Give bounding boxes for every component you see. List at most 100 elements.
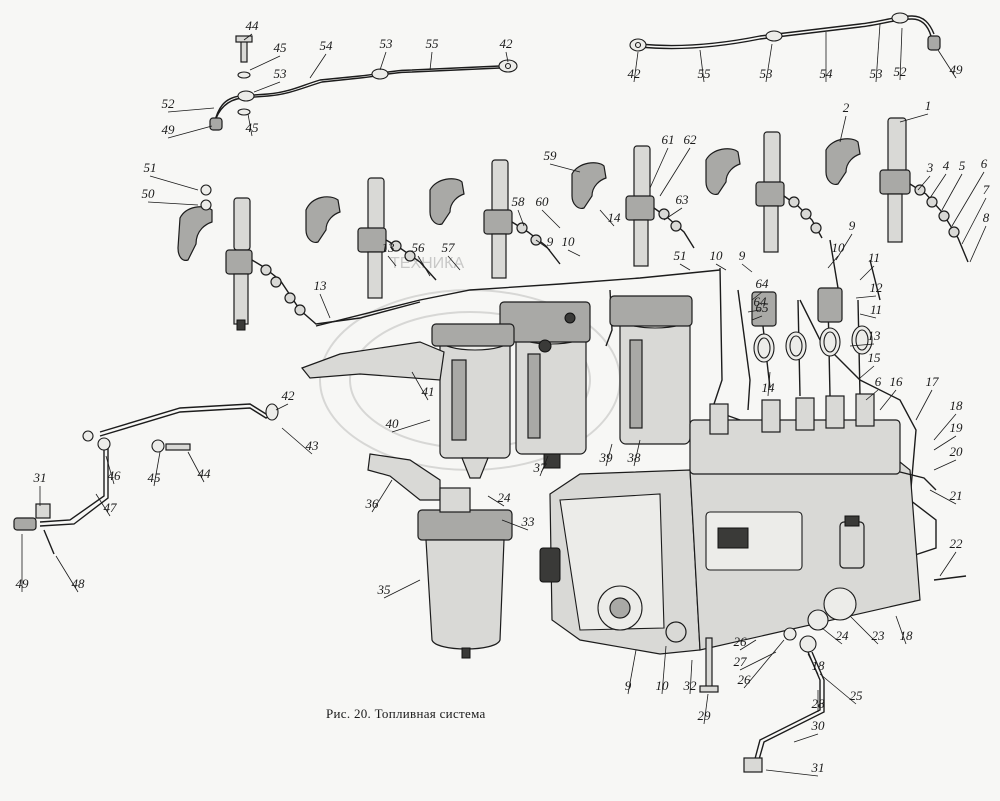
callout-label-40: 40 — [386, 416, 400, 431]
callout-leader — [417, 255, 431, 277]
callout-label-39: 39 — [599, 450, 614, 465]
callout-label-55: 55 — [426, 36, 440, 51]
callout-label-42: 42 — [500, 36, 514, 51]
callout-label-53: 53 — [380, 36, 394, 51]
callout-leader — [859, 313, 877, 319]
sediment-bowl — [417, 487, 513, 659]
callout-label-54: 54 — [320, 38, 334, 53]
callout-leader — [747, 309, 761, 313]
callout-label-16: 16 — [890, 374, 904, 389]
callout-label-27: 27 — [734, 654, 748, 669]
callout-label-10: 10 — [656, 678, 670, 693]
injector-6 — [879, 117, 969, 263]
callout-leader — [899, 113, 929, 123]
callout-label-50: 50 — [142, 186, 156, 201]
callout-leader — [915, 389, 933, 421]
bracket-5 — [705, 148, 741, 195]
callout-leader — [895, 615, 907, 645]
callout-leader — [539, 455, 549, 477]
callout-leader — [599, 209, 615, 227]
callout-label-37: 37 — [533, 460, 548, 475]
callout-label-2: 2 — [843, 100, 850, 115]
callout-label-54: 54 — [820, 66, 834, 81]
callout-label-55: 55 — [698, 66, 712, 81]
callout-label-51: 51 — [674, 248, 687, 263]
callout-leader — [929, 489, 957, 505]
callout-leader — [917, 175, 931, 191]
callout-label-9: 9 — [625, 678, 632, 693]
callout-leader — [627, 649, 637, 695]
callout-label-9: 9 — [739, 248, 746, 263]
callout-label-44: 44 — [246, 18, 260, 33]
callout-label-15: 15 — [868, 350, 882, 365]
callout-label-38: 38 — [627, 450, 642, 465]
callout-leader — [567, 249, 581, 257]
callout-leader — [535, 239, 551, 251]
callout-label-18: 18 — [900, 628, 914, 643]
callout-label-45: 45 — [148, 470, 162, 485]
callout-leader — [859, 365, 875, 379]
bracket-6 — [825, 138, 861, 185]
callout-leader — [391, 419, 431, 433]
callout-leader — [827, 255, 839, 269]
callout-label-63: 63 — [676, 192, 690, 207]
callout-label-31: 31 — [811, 760, 825, 775]
callout-leader — [147, 201, 199, 206]
callout-label-59: 59 — [544, 148, 558, 163]
callout-leader — [933, 459, 957, 471]
callout-label-13: 13 — [382, 240, 396, 255]
callout-label-53: 53 — [760, 66, 774, 81]
callout-leader — [605, 443, 613, 467]
fuel-filters — [301, 295, 693, 501]
callout-label-14: 14 — [762, 380, 776, 395]
callout-leader — [249, 55, 281, 71]
callout-leader — [849, 343, 875, 347]
callout-leader — [969, 225, 987, 263]
callout-leader — [501, 519, 529, 531]
callout-label-4: 4 — [943, 158, 950, 173]
callout-label-49: 49 — [950, 62, 964, 77]
callout-leader — [879, 389, 897, 411]
callout-label-35: 35 — [377, 582, 392, 597]
bracket-2 — [305, 196, 341, 243]
callout-label-29: 29 — [698, 708, 712, 723]
injection-pump — [539, 393, 967, 655]
callout-leader — [309, 53, 327, 79]
injector-5 — [755, 131, 823, 253]
callout-label-42: 42 — [282, 388, 296, 403]
callout-label-33: 33 — [521, 514, 536, 529]
injector-4 — [625, 145, 695, 267]
callout-leader — [933, 413, 957, 441]
callout-leader — [743, 639, 785, 689]
callout-label-49: 49 — [162, 122, 176, 137]
callout-leader — [751, 291, 763, 301]
callout-leader — [839, 115, 847, 143]
figure-caption: Рис. 20. Топливная система — [326, 706, 486, 721]
callout-label-7: 7 — [983, 182, 990, 197]
callout-label-17: 17 — [926, 374, 940, 389]
control-lever — [699, 627, 825, 773]
callout-label-52: 52 — [162, 96, 176, 111]
callout-label-20: 20 — [950, 444, 964, 459]
callout-leader — [149, 175, 199, 191]
callout-label-62: 62 — [684, 132, 698, 147]
callout-leader — [633, 439, 641, 467]
injectors — [177, 117, 969, 331]
callout-leader — [821, 627, 843, 645]
callout-leader — [793, 733, 819, 743]
callout-label-64: 64 — [756, 276, 770, 291]
callout-leader — [167, 125, 213, 139]
callout-label-57: 57 — [442, 240, 456, 255]
callout-label-6: 6 — [981, 156, 988, 171]
callout-label-22: 22 — [950, 536, 964, 551]
callout-label-45: 45 — [274, 40, 288, 55]
callout-label-53: 53 — [870, 66, 884, 81]
callout-leader — [447, 255, 461, 271]
callout-label-18: 18 — [812, 658, 826, 673]
callout-label-10: 10 — [832, 240, 846, 255]
callout-leader — [765, 43, 773, 83]
callout-leader — [739, 651, 777, 671]
callout-leader — [937, 49, 957, 79]
bracket-1 — [177, 206, 213, 261]
callout-leader — [517, 209, 525, 227]
